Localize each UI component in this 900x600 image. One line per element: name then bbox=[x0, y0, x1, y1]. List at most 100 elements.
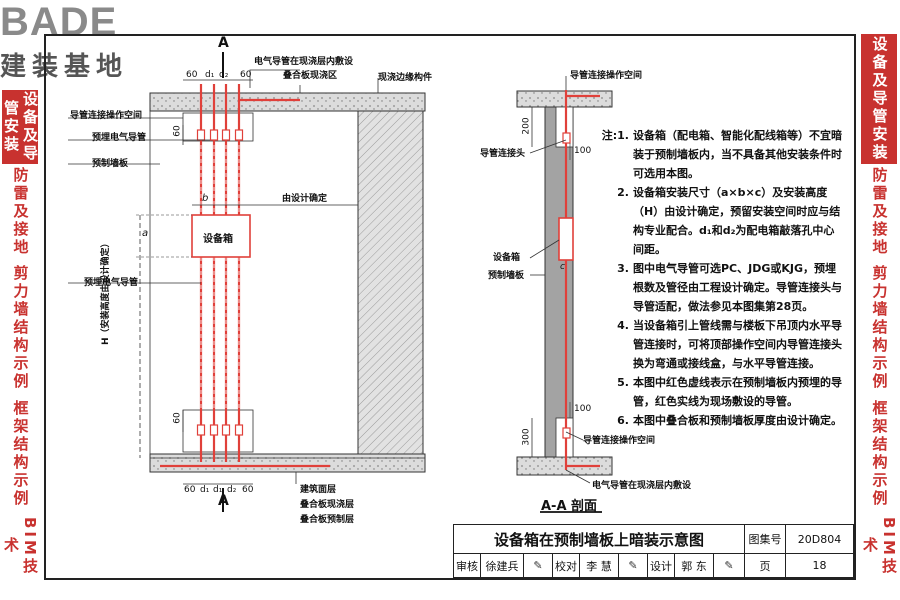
logo: BADE 建装基地 bbox=[0, 0, 170, 82]
label-connector-space: 导管连接操作空间 bbox=[70, 111, 143, 121]
side-tab-right-label: 设备及导管安装 bbox=[870, 36, 889, 162]
drawing-title: 设备箱在预制墙板上暗装示意图 bbox=[453, 524, 745, 554]
page-no: 18 bbox=[785, 553, 854, 578]
section-mark-bottom: A bbox=[218, 493, 229, 509]
note-text: 设备箱安装尺寸（a×b×c）及安装高度（H）由设计确定，预留安装空间时应与结构专… bbox=[633, 186, 841, 256]
dim-section-300: 300 bbox=[521, 428, 532, 446]
label-section-connector-space-bottom: 导管连接操作空间 bbox=[583, 436, 656, 446]
label-section-conduit-cast: 电气导管在现浇层内敷设 bbox=[592, 481, 692, 491]
note-item: 5. 本图中红色虚线表示在预制墙板内预埋的导管，红色实线为现场敷设的导管。 bbox=[597, 373, 842, 411]
design-label: 设计 bbox=[647, 553, 675, 578]
conduit-connectors bbox=[196, 129, 244, 436]
notes-block: 注:1. 设备箱（配电箱、智能化配线箱等）不宜暗装于预制墙板内，当不具备其他安装… bbox=[597, 126, 842, 430]
side-tab-left-label: 防雷及接地 bbox=[11, 167, 30, 257]
dim-bottom-3: d₂ bbox=[227, 485, 237, 495]
title-block: 设备箱在预制墙板上暗装示意图 图集号 20D804 审核 徐建兵 ✎ 校对 李 … bbox=[453, 524, 854, 578]
side-tab-left-label: BIM技术 bbox=[2, 516, 39, 576]
dim-bottom-2: d₁ bbox=[213, 485, 223, 495]
section-equipment-box bbox=[558, 217, 574, 261]
side-tab-left-lightning[interactable]: 防雷及接地 bbox=[2, 166, 38, 258]
side-tab-right-shearwall[interactable]: 剪力墙结构示例 bbox=[861, 262, 897, 394]
bottom-slab bbox=[149, 453, 426, 473]
note-item: 4. 当设备箱引上管线需与楼板下吊顶内水平导管连接时，可将顶部操作空间内导管连接… bbox=[597, 316, 842, 373]
reviewer: 徐建兵 bbox=[480, 553, 524, 578]
dim-bottom-1: d₁ bbox=[200, 485, 210, 495]
label-prefab-conduit-top: 预埋电气导管 bbox=[92, 133, 147, 143]
label-section-connector-space-top: 导管连接操作空间 bbox=[570, 71, 643, 81]
logo-latin-text: BADE bbox=[0, 0, 118, 44]
label-section-prefab-panel: 预制墙板 bbox=[488, 271, 525, 281]
label-equipment-box: 设备箱 bbox=[203, 234, 233, 245]
label-by-design: 由设计确定 bbox=[282, 194, 328, 204]
note-text: 本图中叠合板和预制墙板厚度由设计确定。 bbox=[633, 414, 842, 427]
dim-bottom-4: 60 bbox=[242, 485, 254, 495]
label-composite-prefab-layer: 叠合板预制层 bbox=[300, 515, 355, 525]
side-tab-right-bim[interactable]: BIM技术 bbox=[861, 514, 898, 578]
label-prefab-conduit-mid: 预埋电气导管 bbox=[84, 278, 139, 288]
notes-prefix: 注: bbox=[601, 129, 618, 142]
dim-60-top: 60 bbox=[172, 125, 183, 137]
cast-edge-column bbox=[357, 110, 424, 455]
designer-signature: ✎ bbox=[713, 553, 745, 578]
side-tab-right-label: 剪力墙结构示例 bbox=[870, 265, 889, 391]
label-prefab-panel: 预制墙板 bbox=[92, 159, 129, 169]
label-section-box: 设备箱 bbox=[493, 253, 521, 263]
section-title: A-A 剖面 bbox=[541, 499, 598, 514]
label-h-height: H（安装高度由设计确定） bbox=[101, 238, 111, 345]
note-text: 当设备箱引上管线需与楼板下吊顶内水平导管连接时，可将顶部操作空间内导管连接头换为… bbox=[633, 319, 842, 370]
side-tab-left-label: 设备及导管安装 bbox=[2, 91, 39, 163]
equipment-box bbox=[191, 214, 251, 258]
dim-section-100-bottom: 100 bbox=[574, 404, 592, 414]
label-conduit-cast: 电气导管在现浇层内敷设 bbox=[254, 57, 354, 67]
dim-section-200: 200 bbox=[521, 117, 532, 135]
prefab-wall-outline bbox=[149, 110, 359, 455]
page-label: 页 bbox=[744, 553, 786, 578]
review-label: 审核 bbox=[453, 553, 481, 578]
note-text: 设备箱（配电箱、智能化配线箱等）不宜暗装于预制墙板内，当不具备其他安装条件时可选… bbox=[633, 129, 842, 180]
dim-top-1: d₁ bbox=[205, 70, 215, 80]
side-tab-right-lightning[interactable]: 防雷及接地 bbox=[861, 166, 897, 258]
note-text: 本图中红色虚线表示在预制墙板内预埋的导管，红色实线为现场敷设的导管。 bbox=[633, 376, 842, 408]
side-tab-left-shearwall[interactable]: 剪力墙结构示例 bbox=[2, 262, 38, 394]
side-tab-left-frame[interactable]: 框架结构示例 bbox=[2, 398, 38, 510]
designer: 郭 东 bbox=[674, 553, 714, 578]
label-composite-cast-layer: 叠合板现浇层 bbox=[300, 500, 355, 510]
side-tab-right-label: 防雷及接地 bbox=[870, 167, 889, 257]
side-tab-left-equipment[interactable]: 设备及导管安装 bbox=[2, 90, 39, 164]
note-item: 2. 设备箱安装尺寸（a×b×c）及安装高度（H）由设计确定，预留安装空间时应与… bbox=[597, 183, 842, 259]
dim-top-0: 60 bbox=[186, 70, 198, 80]
dim-top-2: d₂ bbox=[219, 70, 229, 80]
label-cast-edge: 现浇边缘构件 bbox=[378, 73, 433, 83]
dim-b: b bbox=[202, 193, 209, 204]
reviewer-signature: ✎ bbox=[523, 553, 553, 578]
dim-section-100-top: 100 bbox=[574, 146, 592, 156]
dim-a: a bbox=[142, 228, 149, 239]
dim-section-c: c bbox=[560, 262, 565, 272]
side-tab-right-frame[interactable]: 框架结构示例 bbox=[861, 398, 897, 510]
side-tab-right-label: 框架结构示例 bbox=[870, 400, 889, 508]
logo-cjk-text: 建装基地 bbox=[0, 52, 129, 82]
checker-signature: ✎ bbox=[618, 553, 648, 578]
label-section-connector-head: 导管连接头 bbox=[480, 149, 526, 159]
section-prefab-panel bbox=[544, 106, 574, 458]
side-tab-left-bim[interactable]: BIM技术 bbox=[2, 514, 39, 578]
atlas-no: 20D804 bbox=[785, 524, 854, 554]
section-mark-top: A bbox=[218, 35, 229, 51]
side-tab-right-label: BIM技术 bbox=[861, 516, 898, 576]
side-tab-left-label: 剪力墙结构示例 bbox=[11, 265, 30, 391]
dim-bottom-0: 60 bbox=[184, 485, 196, 495]
dim-top-3: 60 bbox=[240, 70, 252, 80]
check-label: 校对 bbox=[552, 553, 580, 578]
side-tab-left-label: 框架结构示例 bbox=[11, 400, 30, 508]
side-tab-right-equipment[interactable]: 设备及导管安装 bbox=[861, 34, 897, 164]
label-building-layer: 建筑面层 bbox=[300, 485, 337, 495]
note-text: 图中电气导管可选PC、JDG或KJG，预埋根数及管径由工程设计确定。导管连接头与… bbox=[633, 262, 842, 313]
note-item: 注:1. 设备箱（配电箱、智能化配线箱等）不宜暗装于预制墙板内，当不具备其他安装… bbox=[597, 126, 842, 183]
atlas-label: 图集号 bbox=[744, 524, 786, 554]
top-slab bbox=[149, 92, 426, 112]
dim-60-bottom: 60 bbox=[172, 412, 183, 424]
drawing-frame bbox=[44, 34, 856, 580]
section-top-slab bbox=[516, 90, 613, 108]
note-item: 6. 本图中叠合板和预制墙板厚度由设计确定。 bbox=[597, 411, 842, 430]
